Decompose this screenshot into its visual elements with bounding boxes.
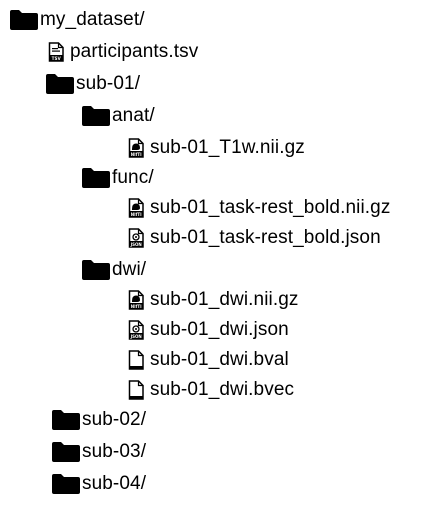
tree-node-dwi[interactable]: dwi/ [82, 255, 146, 285]
tree-node-sub-01-t1w[interactable]: NIfTI sub-01_T1w.nii.gz [128, 133, 305, 163]
blank-file-icon [128, 350, 144, 370]
folder-icon [82, 168, 110, 188]
tree-node-sub-01[interactable]: sub-01/ [46, 69, 140, 99]
folder-icon [46, 74, 74, 94]
folder-icon [10, 10, 38, 30]
file-badge: NIfTI [131, 304, 142, 309]
tree-node-sub-01-bold-nii[interactable]: NIfTI sub-01_task-rest_bold.nii.gz [128, 193, 390, 223]
node-label: sub-01_dwi.nii.gz [150, 289, 299, 310]
node-label: sub-01_T1w.nii.gz [150, 137, 305, 158]
tree-node-participants-tsv[interactable]: TSV participants.tsv [48, 37, 198, 67]
nifti-file-icon: NIfTI [128, 198, 144, 218]
node-label: sub-02/ [82, 409, 147, 430]
folder-icon [82, 106, 110, 126]
folder-icon [52, 474, 80, 494]
node-label: sub-01_task-rest_bold.nii.gz [150, 197, 391, 218]
node-label: func/ [112, 167, 154, 188]
json-file-icon: JSON [128, 228, 144, 248]
node-label: dwi/ [112, 259, 147, 280]
tree-node-sub-01-dwi-bvec[interactable]: sub-01_dwi.bvec [128, 375, 294, 405]
folder-icon [82, 260, 110, 280]
json-file-icon: JSON [128, 320, 144, 340]
node-label: sub-01/ [76, 73, 141, 94]
node-label: anat/ [112, 105, 155, 126]
folder-icon [52, 410, 80, 430]
node-label: sub-01_task-rest_bold.json [150, 227, 381, 248]
node-label: sub-01_dwi.json [150, 319, 289, 340]
file-badge: JSON [130, 242, 142, 247]
nifti-file-icon: NIfTI [128, 290, 144, 310]
tree-node-sub-02[interactable]: sub-02/ [52, 405, 146, 435]
tree-node-sub-01-bold-json[interactable]: JSON sub-01_task-rest_bold.json [128, 223, 381, 253]
tree-node-sub-01-dwi-json[interactable]: JSON sub-01_dwi.json [128, 315, 289, 345]
file-badge: NIfTI [131, 152, 142, 157]
node-label: my_dataset/ [40, 9, 145, 30]
file-badge: TSV [52, 56, 62, 61]
tree-node-anat[interactable]: anat/ [82, 101, 155, 131]
blank-file-icon [128, 380, 144, 400]
node-label: sub-04/ [82, 473, 147, 494]
tsv-file-icon: TSV [48, 42, 64, 62]
nifti-file-icon: NIfTI [128, 138, 144, 158]
node-label: participants.tsv [70, 41, 199, 62]
folder-icon [52, 442, 80, 462]
tree-node-sub-01-dwi-bval[interactable]: sub-01_dwi.bval [128, 345, 289, 375]
node-label: sub-01_dwi.bvec [150, 379, 295, 400]
tree-node-sub-01-dwi-nii[interactable]: NIfTI sub-01_dwi.nii.gz [128, 285, 299, 315]
tree-node-func[interactable]: func/ [82, 163, 154, 193]
tree-node-my-dataset[interactable]: my_dataset/ [10, 5, 145, 35]
file-badge: NIfTI [131, 212, 142, 217]
file-badge: JSON [130, 334, 142, 339]
tree-node-sub-04[interactable]: sub-04/ [52, 469, 146, 499]
node-label: sub-01_dwi.bval [150, 349, 289, 370]
tree-node-sub-03[interactable]: sub-03/ [52, 437, 146, 467]
node-label: sub-03/ [82, 441, 147, 462]
